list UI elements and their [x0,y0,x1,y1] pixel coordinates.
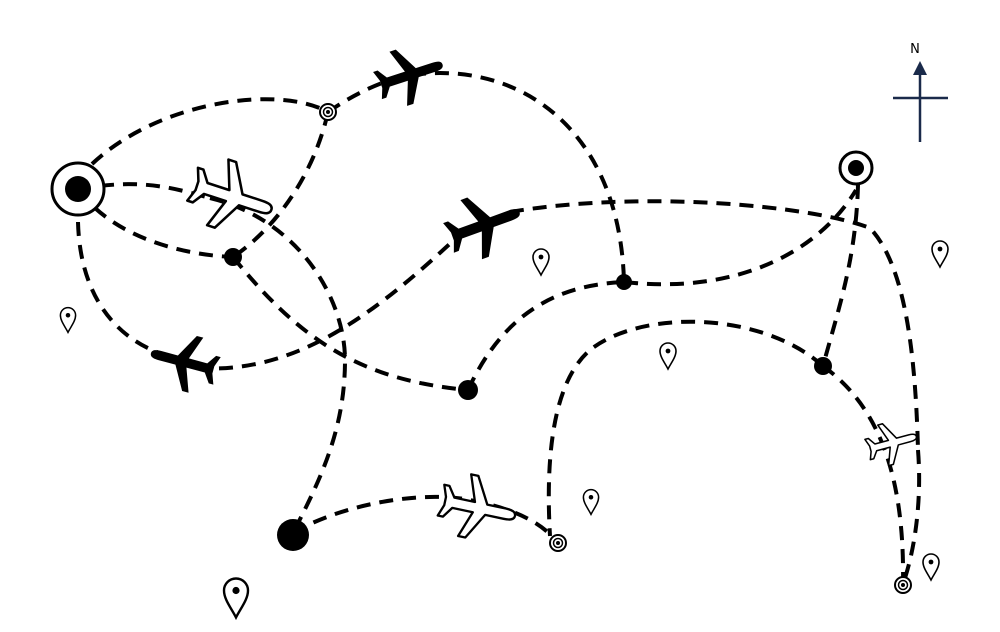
location-pin-icon [931,240,949,268]
location-pin-icon [659,342,677,370]
route-center-plane-to-east-hub [509,199,920,451]
airplane-icon [437,182,531,268]
center-node [458,380,478,400]
airplane-icon [143,325,225,399]
route-west-plane-to-center-plane [195,223,472,371]
west-hub [50,161,106,217]
location-pin-icon [582,488,600,516]
location-pins [59,240,949,619]
location-pin-icon [532,248,550,276]
south-node [277,519,309,551]
south-waypoint [549,534,567,552]
far-southeast-waypoint [894,576,912,594]
compass-arrow-icon [913,61,927,75]
airplane-outline-icon [433,468,523,548]
location-pin-icon [922,553,940,581]
east-junction [616,274,632,290]
route-top-arc-to-east-junction [411,71,626,283]
route-southeast-arc-to-south-waypoint [546,319,825,537]
route-center-node-to-east-junction [466,280,625,391]
location-pin-icon [59,306,77,334]
location-pin-icon [222,577,250,619]
route-southeast-junction-to-far-waypoint [821,364,906,585]
northwest-waypoint [319,103,337,121]
compass: N [893,42,948,142]
east-hub [838,150,874,186]
route-hub-to-left-junction [93,206,234,259]
route-east-junction-to-east-hub [623,188,858,287]
route-waypoint-to-top-plane [326,73,413,114]
airplanes [143,37,923,548]
nodes [50,103,912,594]
route-east-hub-arc-to-far-waypoint [901,449,922,585]
airplane-outline-icon [180,150,284,244]
route-hub-to-northwest-waypoint [90,97,329,166]
compass-north-label: N [910,42,920,57]
route-left-junction-to-center-node [231,255,469,392]
route-east-hub-to-southeast-junction [821,184,860,367]
route-south-node-to-south-waypoint [291,494,560,545]
route-outline-plane-to-south-node [209,196,348,534]
southeast-junction [814,357,832,375]
left-junction [224,248,242,266]
